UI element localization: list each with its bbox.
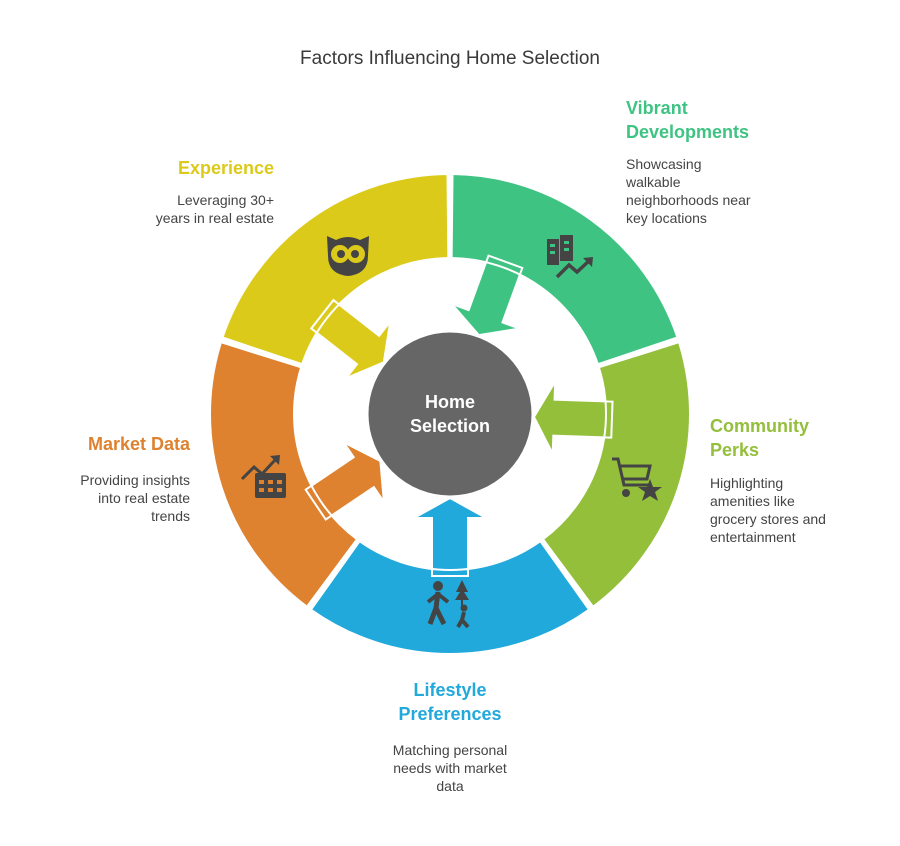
desc-vibrant-developments: Showcasing walkable neighborhoods near k… xyxy=(626,156,751,226)
center-label-line2: Selection xyxy=(410,416,490,436)
desc-lifestyle-preferences: Matching personal needs with market data xyxy=(392,742,508,794)
segment-experience xyxy=(221,173,450,381)
segment-community-perks xyxy=(532,340,691,609)
center-circle xyxy=(365,329,535,499)
label-market-data: Market Data xyxy=(87,434,190,454)
desc-community-perks: Highlighting amenities like grocery stor… xyxy=(710,475,826,545)
chart-calendar-icon xyxy=(240,455,286,498)
buildings-growth-icon xyxy=(547,235,593,279)
label-experience: Experience xyxy=(177,158,274,178)
label-lifestyle-preferences: Lifestyle Preferences xyxy=(398,680,502,724)
label-community-perks: Community Perks xyxy=(710,416,809,460)
desc-market-data: Providing insights into real estate tren… xyxy=(80,472,190,524)
cart-star-icon xyxy=(612,457,662,501)
segment-lifestyle-preferences xyxy=(309,496,591,655)
diagram-title: Factors Influencing Home Selection xyxy=(300,48,600,69)
desc-experience: Leveraging 30+ years in real estate xyxy=(155,192,274,226)
segment-market-data xyxy=(209,340,386,609)
family-walk-icon xyxy=(426,580,470,629)
owl-icon xyxy=(327,236,369,276)
center-label-line1: Home xyxy=(425,392,475,412)
label-vibrant-developments: Vibrant Developments xyxy=(626,98,750,142)
